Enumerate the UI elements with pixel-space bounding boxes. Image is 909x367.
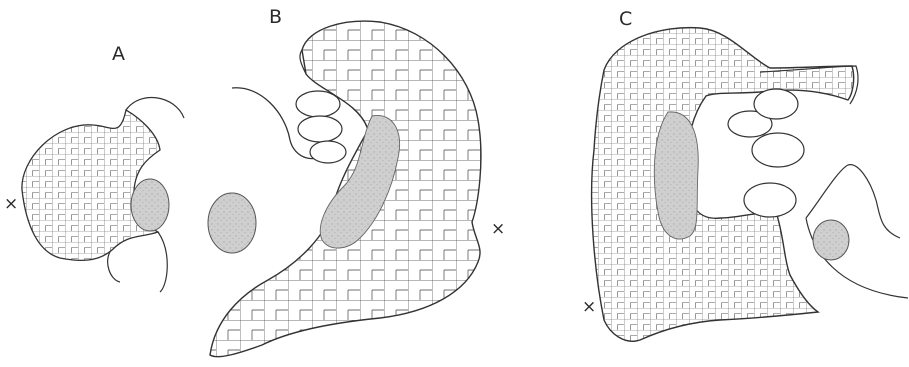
panel-a-label: A bbox=[112, 45, 125, 64]
panel-a-vascular-strand bbox=[131, 179, 169, 231]
panel-b-sporangium-3 bbox=[310, 141, 346, 163]
panel-b-sporangium-1 bbox=[296, 91, 340, 117]
panel-b-label: B bbox=[269, 8, 282, 27]
panel-b-vascular-strand bbox=[208, 193, 256, 253]
panel-c-shaded-tissue bbox=[654, 112, 698, 239]
panel-b-sporangium-2 bbox=[298, 116, 342, 142]
panel-b-section bbox=[208, 21, 481, 357]
panel-c-sporangium-3 bbox=[752, 133, 804, 167]
panel-c-section bbox=[592, 28, 908, 342]
panel-c-tissue bbox=[592, 28, 854, 342]
panel-c-vascular-strand bbox=[813, 220, 849, 260]
panel-a-section bbox=[22, 98, 184, 292]
panel-a-cut-marker: × bbox=[4, 196, 18, 213]
panel-c-label: C bbox=[619, 10, 632, 29]
panel-c-sporangium-2 bbox=[754, 89, 798, 119]
panel-b-cut-marker: × bbox=[491, 221, 505, 238]
panel-c-sporangium-4 bbox=[744, 183, 796, 217]
panel-c-cut-marker: × bbox=[582, 299, 596, 316]
